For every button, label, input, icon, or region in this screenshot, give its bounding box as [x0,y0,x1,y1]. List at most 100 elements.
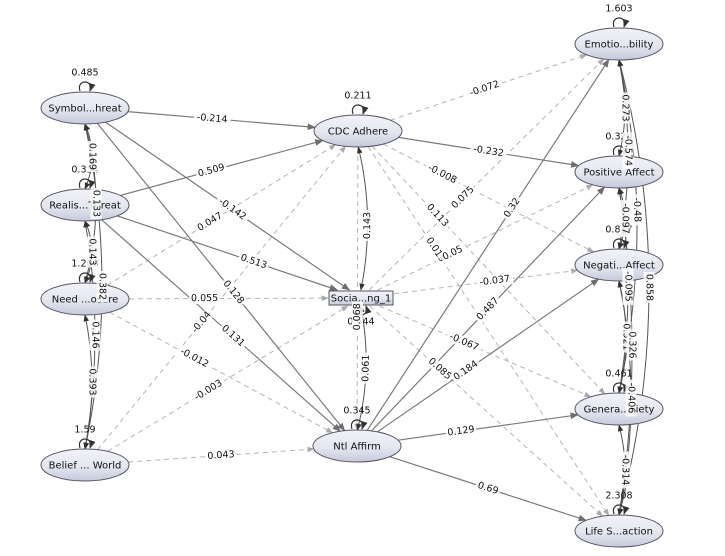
node-life-shape [574,514,664,548]
cov-label-negative-life: -0.406 [625,379,637,417]
edge-ntl-to-anxiety [397,412,579,441]
edge-cdc-to-negative [383,143,595,253]
cov-label-symbolic-realistic-text: 0.169 [87,143,98,170]
edge-label-cdc-positive-text: -0.232 [473,144,505,160]
edge-realistic-to-ntl [101,219,341,432]
edge-cdc-to-life [367,146,610,517]
variance-label-anxiety: 0.461 [605,369,632,380]
variance-loop-emotion [612,17,630,28]
variance-loop-realistic [78,178,96,189]
node-anxiety-shape [574,392,664,426]
node-negative-shape [574,248,664,282]
node-ntl-label: Ntl Affirm [333,442,381,453]
cov-label-social-ntl-text: 0.061 [360,354,372,381]
node-realistic-shape [40,188,130,222]
variance-label-ntl: 0.345 [343,406,370,417]
edge-label-ntl-positive-text: 0.487 [475,295,502,322]
cov-label-realistic-belief-text: 0.146 [90,321,101,348]
node-positive-shape [574,155,664,189]
cov-label-anxiety-life: -0.314 [619,451,631,489]
cov-label-realistic-need: 0.143 [86,236,98,268]
edge-label-cdc-negative-text: -0.008 [426,162,458,186]
cov-label-symbolic-realistic: 0.169 [86,141,98,172]
node-symbolic-shape [40,91,130,125]
cov-label-positive-life-text: 0.326 [626,331,637,358]
edge-label-realistic-cdc-text: 0.509 [197,162,226,180]
edge-label-ntl-emotion: 0.32 [500,194,524,222]
node-realistic[interactable]: Realis...Threat 0.354 [40,165,130,222]
edge-label-belief-ntl: 0.043 [205,448,237,463]
edge-label-ntl-life: 0.69 [474,479,502,498]
node-ntl[interactable]: Ntl Affirm 0.345 [312,406,402,463]
edge-label-belief-social-text: -0.003 [193,378,225,403]
node-symbolic[interactable]: Symbol...hreat 0.485 [40,68,130,125]
node-negative-label: Negati...Affect [583,261,655,272]
node-life-label: Life S...action [585,527,653,538]
cov-label-symbolic-need: 0.133 [90,188,102,219]
node-anxiety[interactable]: Genera...xiety 0.461 [574,369,664,426]
cov-label-positive-life: 0.326 [626,329,638,361]
cov-label-emotion-anxiety-text: -0.48 [631,197,643,222]
edge-label-realistic-ntl-text: 0.131 [219,323,247,349]
edge-label-belief-cdc: -0.04 [187,306,216,338]
node-cdc[interactable]: CDC Adhere 0.211 [313,91,403,148]
variance-label-cdc: 0.211 [344,91,371,102]
edge-label-belief-ntl-text: 0.043 [207,449,235,462]
edge-belief-to-cdc [97,145,346,450]
edge-social-to-emotion [368,58,605,291]
node-realistic-label: Realis...Threat [49,201,121,212]
cov-label-emotion-positive: 0.273 [619,92,631,124]
cov-label-cdc-social: 0.143 [362,209,374,242]
node-ntl-shape [312,429,402,463]
edge-label-cdc-ntl: 0.068 [351,301,363,333]
cov-label-emotion-anxiety: -0.48 [630,194,643,226]
edge-need-to-social [128,295,329,301]
edge-label-cdc-negative: -0.008 [423,160,462,188]
node-symbolic-label: Symbol...hreat [48,104,121,115]
cov-label-realistic-need-text: 0.143 [87,238,98,265]
cov-label-need-belief: 0.393 [86,366,98,398]
edge-label-cdc-positive: -0.232 [469,143,508,160]
variance-label-symbolic: 0.485 [71,68,98,79]
edge-ntl-to-negative [377,278,600,433]
cov-label-emotion-life-text: 0.858 [644,274,655,301]
edge-social-to-positive [377,184,594,291]
edge-label-symbolic-ntl: 0.128 [219,276,248,308]
cov-label-positive-negative: -0.097 [619,200,631,237]
edge-label-ntl-negative: 0.184 [450,357,482,385]
edge-label-realistic-cdc: 0.509 [194,161,228,181]
edge-ntl-to-emotion [366,58,610,431]
variance-label-realistic: 0.354 [71,165,98,176]
edge-label-cdc-anxiety-text: 0.113 [424,202,451,229]
cov-label-emotion-positive-text: 0.273 [620,94,631,121]
node-anxiety-label: Genera...xiety [584,405,655,416]
cov-label-positive-anxiety-text: -0.095 [622,271,633,302]
edge-label-social-negative: -0.037 [475,273,514,289]
node-emotion-shape [574,27,664,61]
node-emotion-label: Emotio...bility [585,40,654,51]
variance-loop-anxiety [612,382,630,393]
cov-label-negative-life-text: -0.406 [626,383,637,414]
edge-label-symbolic-ntl-text: 0.128 [221,278,247,306]
edge-label-belief-social: -0.003 [189,376,228,405]
cov-label-emotion-negative-text: -0.574 [622,135,633,166]
edge-belief-to-social [107,305,349,452]
cov-label-emotion-negative: -0.574 [622,132,634,170]
node-cdc-label: CDC Adhere [328,127,388,138]
edge-label-ntl-positive: 0.487 [473,293,503,325]
cov-label-positive-anxiety: -0.095 [622,267,634,305]
variance-loop-negative [612,238,630,249]
node-cdc-shape [313,114,403,148]
edge-label-symbolic-cdc-text: -0.214 [196,112,227,126]
variance-label-life: 2.308 [605,491,632,502]
cov-label-negative-anxiety-text: 0.521 [621,323,632,350]
cov-label-need-belief-text: 0.393 [87,368,98,395]
edge-cdc-to-ntl [354,146,360,431]
edge-label-realistic-social: 0.513 [237,251,271,272]
node-life[interactable]: Life S...action 2.308 [574,491,664,548]
